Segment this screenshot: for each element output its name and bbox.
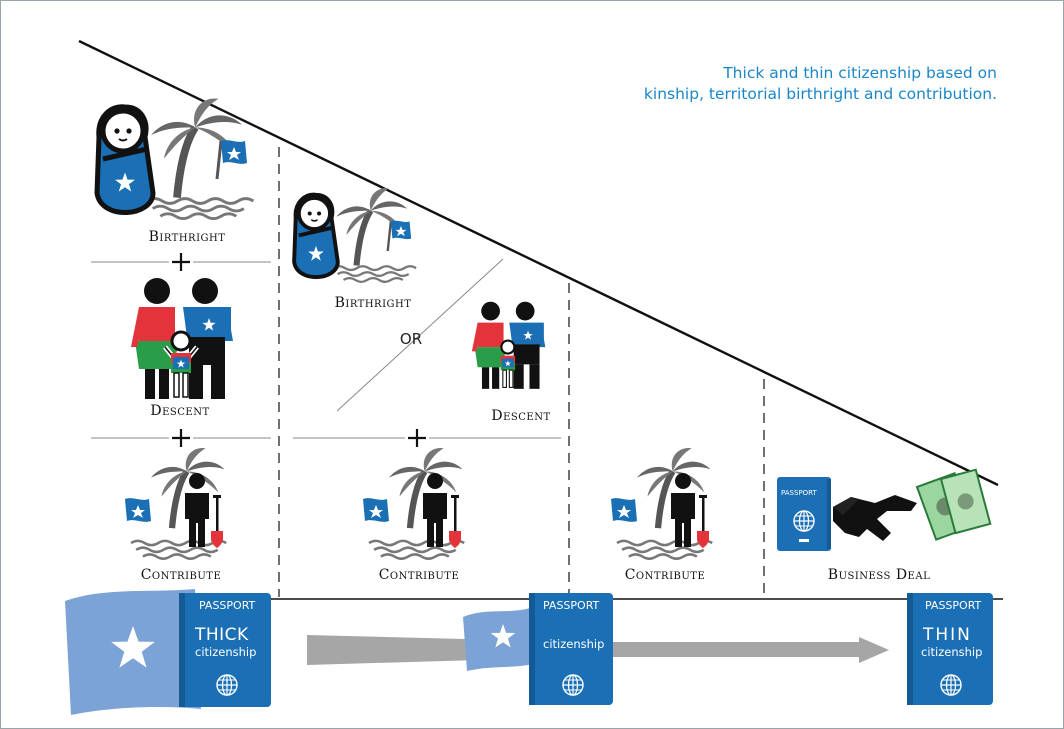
plus-sign-1 <box>172 253 190 271</box>
passport-thick-sub: citizenship <box>195 645 257 659</box>
contribute-icon <box>611 448 712 560</box>
passport-thin-title: THIN <box>923 625 972 645</box>
or-divider-line <box>336 258 504 412</box>
contribute-icon <box>125 448 226 560</box>
passport-middle-sub: citizenship <box>543 637 605 651</box>
passport-thick <box>179 593 271 707</box>
passport-middle <box>529 593 613 705</box>
descent-family-icon <box>471 301 546 389</box>
passport-thick-title: THICK <box>195 625 249 645</box>
birthright-label: Birthright <box>334 295 412 311</box>
passport-thin <box>907 593 993 705</box>
contribute-label: Contribute <box>378 567 460 583</box>
plus-sign-3 <box>408 429 426 447</box>
passport-header: PASSPORT <box>925 599 982 612</box>
business-deal-label: Business Deal <box>827 567 931 583</box>
caption-line-2: kinship, territorial birthright and cont… <box>643 85 997 103</box>
diagram-caption: Thick and thin citizenship based on kins… <box>477 63 997 105</box>
descent-family-icon <box>131 278 233 399</box>
business-deal-icon <box>777 468 992 551</box>
birthright-icon <box>292 188 418 283</box>
contribute-label: Contribute <box>140 567 222 583</box>
passport-thin-sub: citizenship <box>921 645 983 659</box>
birthright-label: Birthright <box>148 229 226 245</box>
passport-header: PASSPORT <box>199 599 256 612</box>
passport-header: PASSPORT <box>543 599 600 612</box>
caption-line-1: Thick and thin citizenship based on <box>723 64 997 82</box>
descent-label: Descent <box>491 408 551 424</box>
birthright-icon <box>94 98 255 221</box>
or-label: OR <box>399 330 423 348</box>
passport-header-mini: PASSPORT <box>781 489 817 497</box>
thickness-slope-line <box>78 39 999 487</box>
contribute-label: Contribute <box>624 567 706 583</box>
contribute-icon <box>363 448 464 560</box>
descent-label: Descent <box>150 403 210 419</box>
plus-sign-2 <box>172 429 190 447</box>
